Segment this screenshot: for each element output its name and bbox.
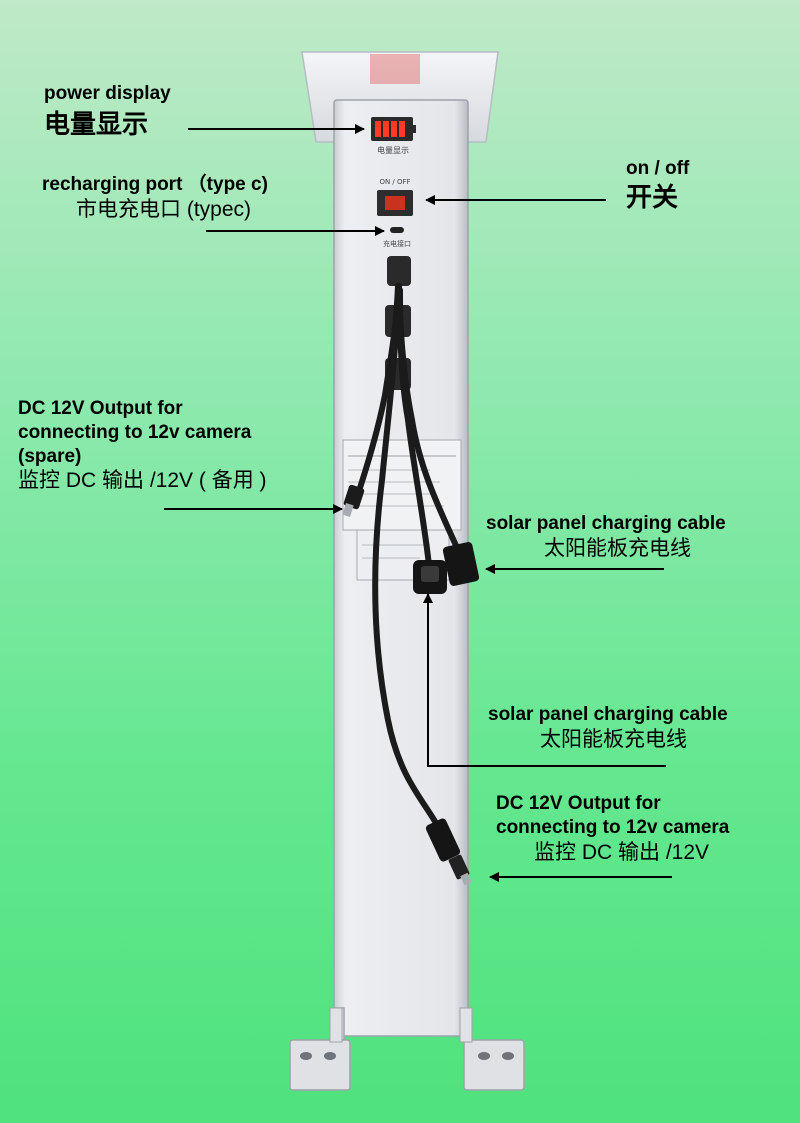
label-dc-output-main-en2: connecting to 12v camera xyxy=(496,816,730,838)
label-dc-output-spare-en1: DC 12V Output for xyxy=(18,398,183,419)
label-dc-output-spare-en2: connecting to 12v camera xyxy=(18,421,252,443)
label-solar-cable-1-en: solar panel charging cable xyxy=(486,513,726,534)
power-switch-caption: ON / OFF xyxy=(379,178,410,186)
power-switch[interactable]: ON / OFF xyxy=(377,178,413,216)
label-dc-output-main-cn: 监控 DC 输出 /12V xyxy=(534,840,710,864)
label-solar-cable-2: solar panel charging cable 太阳能板充电线 xyxy=(488,703,728,753)
label-dc-output-main: DC 12V Output for connecting to 12v came… xyxy=(496,792,729,866)
charging-port-caption: 充电接口 xyxy=(383,239,411,248)
label-dc-output-main-en1: DC 12V Output for xyxy=(496,793,661,814)
dc-plug-main xyxy=(425,818,472,886)
solar-connector-right xyxy=(442,542,480,586)
cables xyxy=(353,283,461,833)
label-recharging-port-cn: 市电充电口 (typec) xyxy=(76,197,252,221)
label-solar-cable-1-cn: 太阳能板充电线 xyxy=(544,536,691,560)
label-dc-output-spare-cn: 监控 DC 输出 /12V ( 备用 ) xyxy=(18,469,267,493)
battery-display: 电量显示 xyxy=(371,117,416,155)
label-solar-cable-2-en: solar panel charging cable xyxy=(488,704,728,725)
label-solar-cable-1: solar panel charging cable 太阳能板充电线 xyxy=(486,512,726,562)
dc-plug-spare xyxy=(342,484,365,517)
label-on-off-cn: 开关 xyxy=(626,181,679,212)
label-on-off-en: on / off xyxy=(626,158,690,179)
solar-connector-left xyxy=(413,560,447,594)
label-on-off: on / off 开关 xyxy=(626,157,689,213)
label-dc-output-spare-en3: (spare) xyxy=(18,445,82,467)
label-solar-cable-2-cn: 太阳能板充电线 xyxy=(540,727,687,751)
mounting-feet xyxy=(289,1007,525,1091)
label-recharging-port-en: recharging port （type c) xyxy=(42,174,268,195)
label-power-display-cn: 电量显示 xyxy=(44,108,149,139)
battery-display-caption: 电量显示 xyxy=(377,145,409,155)
typec-charging-port[interactable]: 充电接口 xyxy=(383,227,411,248)
label-dc-output-spare: DC 12V Output for connecting to 12v came… xyxy=(18,397,267,495)
label-recharging-port: recharging port （type c) 市电充电口 (typec) xyxy=(42,173,268,223)
label-power-display-en: power display xyxy=(44,83,171,104)
label-power-display: power display 电量显示 xyxy=(44,82,171,140)
